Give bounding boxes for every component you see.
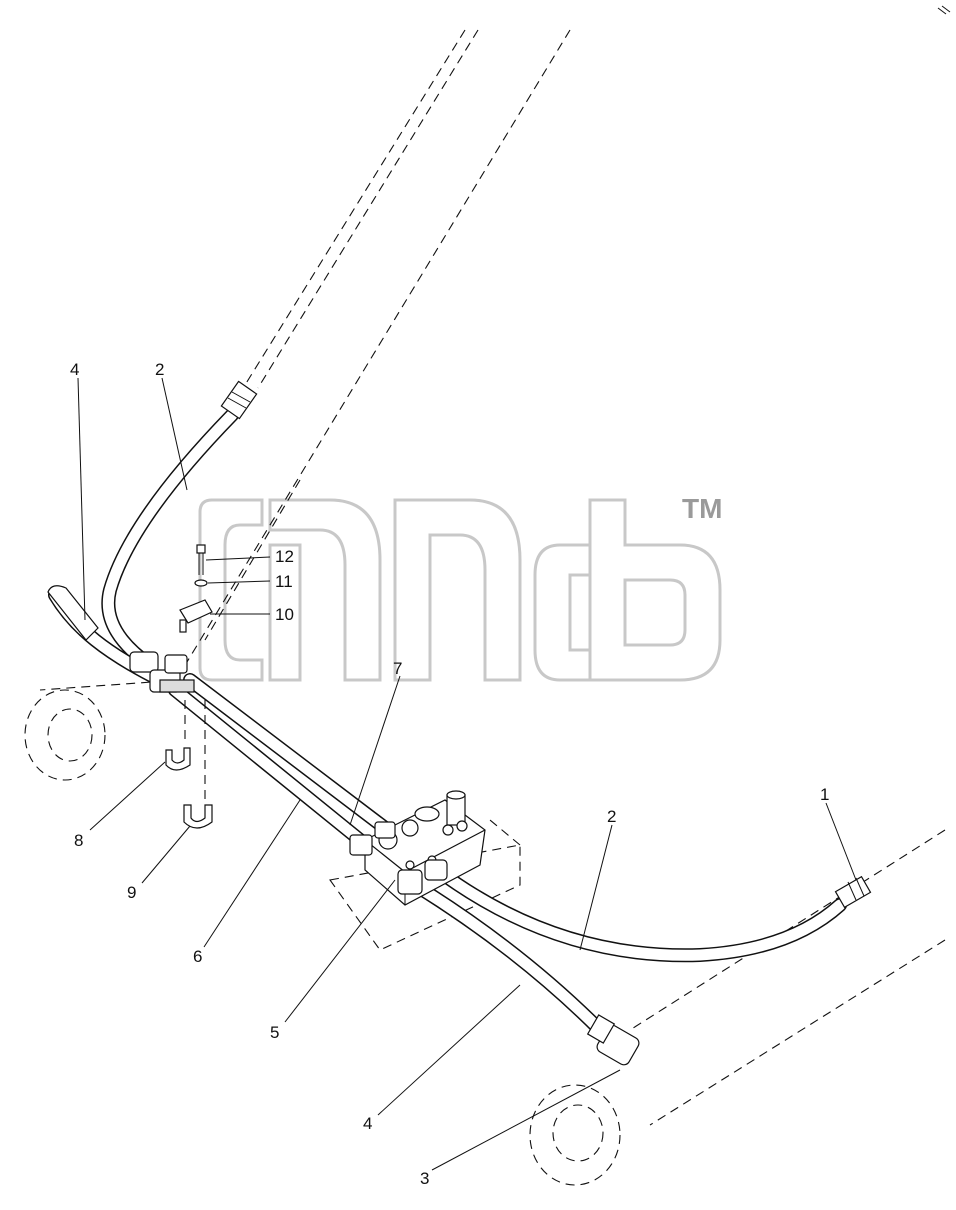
callout-12: 12: [275, 547, 294, 566]
callout-4-top: 4: [70, 360, 79, 379]
fittings-left-manifold: [129, 651, 195, 693]
valve-block-5: [349, 790, 486, 906]
callout-2-top: 2: [155, 360, 164, 379]
fitting-hose-2-top-end: [220, 380, 258, 420]
callout-1: 1: [820, 785, 829, 804]
callout-4-bottom: 4: [363, 1114, 372, 1133]
hose-4-lower: [408, 878, 607, 1037]
hose-2-upper: [101, 408, 239, 672]
callout-2-right: 2: [607, 807, 616, 826]
hose-6: [168, 683, 367, 847]
washer-11: [194, 579, 208, 587]
hose-7: [183, 673, 392, 835]
fitting-3-elbow: [586, 1014, 640, 1066]
fitting-hose-1-end: [834, 875, 872, 909]
callout-labels: 4 2 12 11 10 7 1 2 8 9 6 5 4 3: [70, 360, 829, 1188]
callout-3: 3: [420, 1169, 429, 1188]
callout-5: 5: [270, 1023, 279, 1042]
corner-mark-icon: [937, 5, 951, 15]
callout-6: 6: [193, 947, 202, 966]
callout-11: 11: [275, 572, 293, 591]
hose-2-right: [433, 865, 847, 963]
leader-lines: [77, 377, 857, 1171]
clamp-9: [183, 700, 213, 829]
hose-4-tip: [47, 585, 99, 641]
watermark-logo: TM: [198, 493, 722, 682]
callout-7: 7: [393, 659, 402, 678]
bolt-12: [196, 544, 206, 575]
callout-8: 8: [74, 831, 83, 850]
trademark-mark: TM: [682, 493, 722, 524]
callout-10: 10: [275, 605, 294, 624]
clip-10: [179, 599, 213, 633]
callout-9: 9: [127, 883, 136, 902]
clamp-8: [165, 747, 191, 771]
